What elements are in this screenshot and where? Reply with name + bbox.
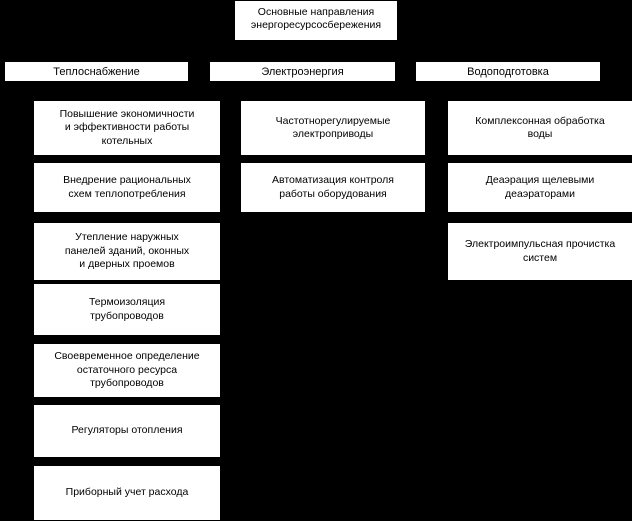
measure-label: Частотнорегулируемые электроприводы xyxy=(275,114,391,140)
measure-label: Внедрение рациональных схем теплопотребл… xyxy=(63,174,191,200)
category-header-heat-supply: Теплоснабжение xyxy=(4,61,189,82)
category-header-water-treatment: Водоподготовка xyxy=(415,61,601,82)
measure-label: Утепление наружных панелей зданий, оконн… xyxy=(64,231,190,271)
diagram-root-node: Основные направления энергоресурсосбереж… xyxy=(234,0,398,41)
measure-label: Повышение экономичности и эффективности … xyxy=(59,107,195,147)
measure-box: Автоматизация контроля работы оборудован… xyxy=(240,162,426,213)
measure-box: Утепление наружных панелей зданий, оконн… xyxy=(33,222,221,281)
category-header-label: Теплоснабжение xyxy=(53,66,140,78)
measure-box: Своевременное определение остаточного ре… xyxy=(33,343,221,398)
measure-box: Внедрение рациональных схем теплопотребл… xyxy=(33,162,221,213)
measure-box: Частотнорегулируемые электроприводы xyxy=(240,100,426,156)
measure-label: Приборный учет расхода xyxy=(65,486,189,499)
category-header-label: Водоподготовка xyxy=(467,66,549,78)
category-header-electricity: Электроэнергия xyxy=(209,61,396,82)
category-header-label: Электроэнергия xyxy=(261,66,344,78)
measure-label: Комплексонная обработка воды xyxy=(475,114,605,140)
measure-label: Регуляторы отопления xyxy=(71,424,183,437)
measure-box: Термоизоляция трубопроводов xyxy=(33,283,221,336)
diagram-root-label: Основные направления энергоресурсосбереж… xyxy=(250,6,382,32)
measure-box: Регуляторы отопления xyxy=(33,404,221,458)
measure-label: Автоматизация контроля работы оборудован… xyxy=(272,174,394,200)
measure-label: Своевременное определение остаточного ре… xyxy=(54,350,200,390)
measure-box: Повышение экономичности и эффективности … xyxy=(33,100,221,156)
measure-label: Электроимпульсная прочистка систем xyxy=(464,238,616,264)
measure-label: Деаэрация щелевыми деаэраторами xyxy=(485,174,595,200)
measure-box: Электроимпульсная прочистка систем xyxy=(447,222,632,281)
measure-box: Комплексонная обработка воды xyxy=(447,100,632,156)
measure-box: Приборный учет расхода xyxy=(33,465,221,521)
measure-label: Термоизоляция трубопроводов xyxy=(88,296,166,322)
measure-box: Деаэрация щелевыми деаэраторами xyxy=(447,162,632,213)
